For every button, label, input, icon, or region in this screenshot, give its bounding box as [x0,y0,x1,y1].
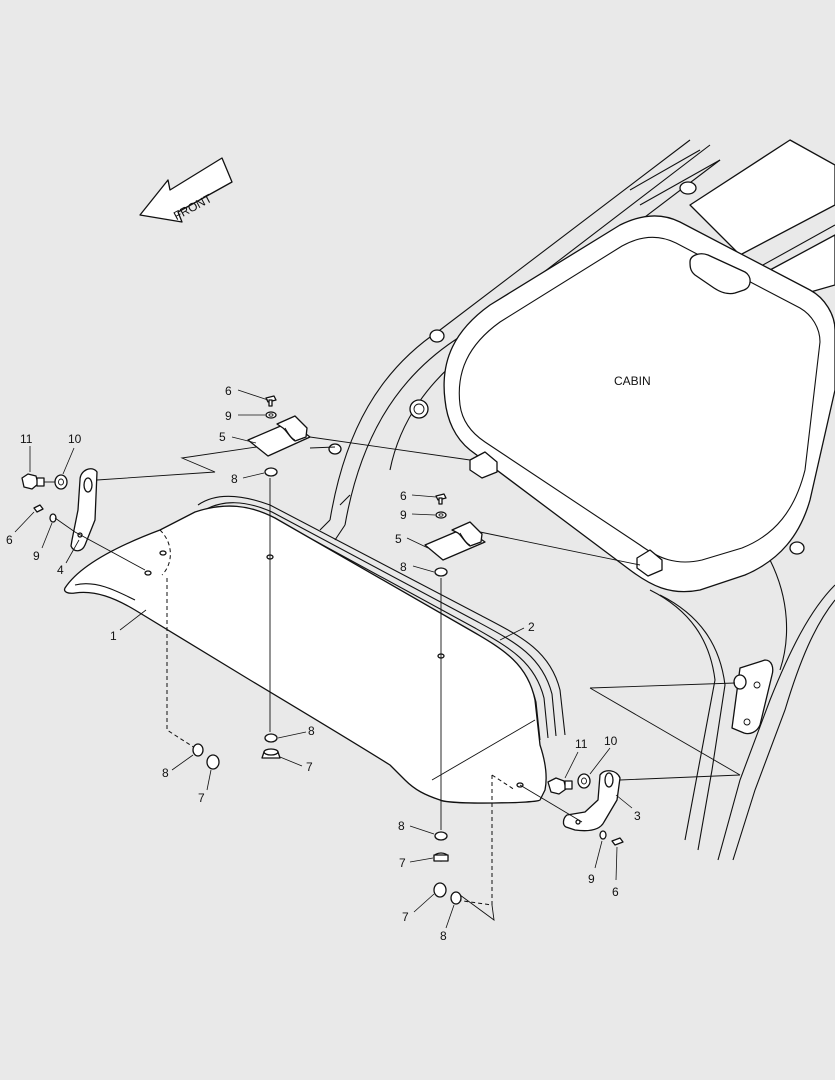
callout-5-top: 5 [219,430,226,444]
callout-2: 2 [528,620,535,634]
callout-7-lowmid: 7 [306,760,313,774]
callout-6-right: 6 [612,885,619,899]
callout-11-right: 11 [575,737,588,751]
callout-7-lowest: 7 [402,910,409,924]
callout-7-bottom: 7 [399,856,406,870]
callout-6-top: 6 [225,384,232,398]
callout-8-top: 8 [231,472,238,486]
cabin-structure [319,139,835,861]
callout-9-mid: 9 [400,508,407,522]
lower-hardware [166,578,516,921]
callout-6-left: 6 [6,533,13,547]
left-bracket-assembly [21,444,271,571]
mid-bracket-assembly [424,493,641,830]
callout-7-lowleft: 7 [198,791,205,805]
callout-9-right: 9 [588,872,595,886]
callout-numbers: 11 10 6 9 4 1 6 9 5 8 6 9 5 8 2 8 7 8 7 … [6,384,641,943]
callout-6-mid: 6 [400,489,407,503]
callout-9-left: 9 [33,549,40,563]
callout-8-mid: 8 [400,560,407,574]
callout-10-right: 10 [604,734,618,748]
callout-11-left: 11 [20,432,33,446]
top-bracket-assembly [247,395,471,732]
leader-lines [14,389,633,929]
callout-4: 4 [57,563,64,577]
callout-3: 3 [634,809,641,823]
callout-1: 1 [110,629,117,643]
main-cover [63,505,547,804]
right-bracket-assembly [431,682,741,846]
callout-9-top: 9 [225,409,232,423]
callout-5-mid: 5 [395,532,402,546]
callout-8-bottom: 8 [398,819,405,833]
callout-8-lowest: 8 [440,929,447,943]
callout-10-left: 10 [68,432,82,446]
callout-8-lowmid: 8 [308,724,315,738]
callout-8-lowleft: 8 [162,766,169,780]
front-arrow-icon: FRONT [139,157,233,223]
cabin-label: CABIN [614,374,651,388]
